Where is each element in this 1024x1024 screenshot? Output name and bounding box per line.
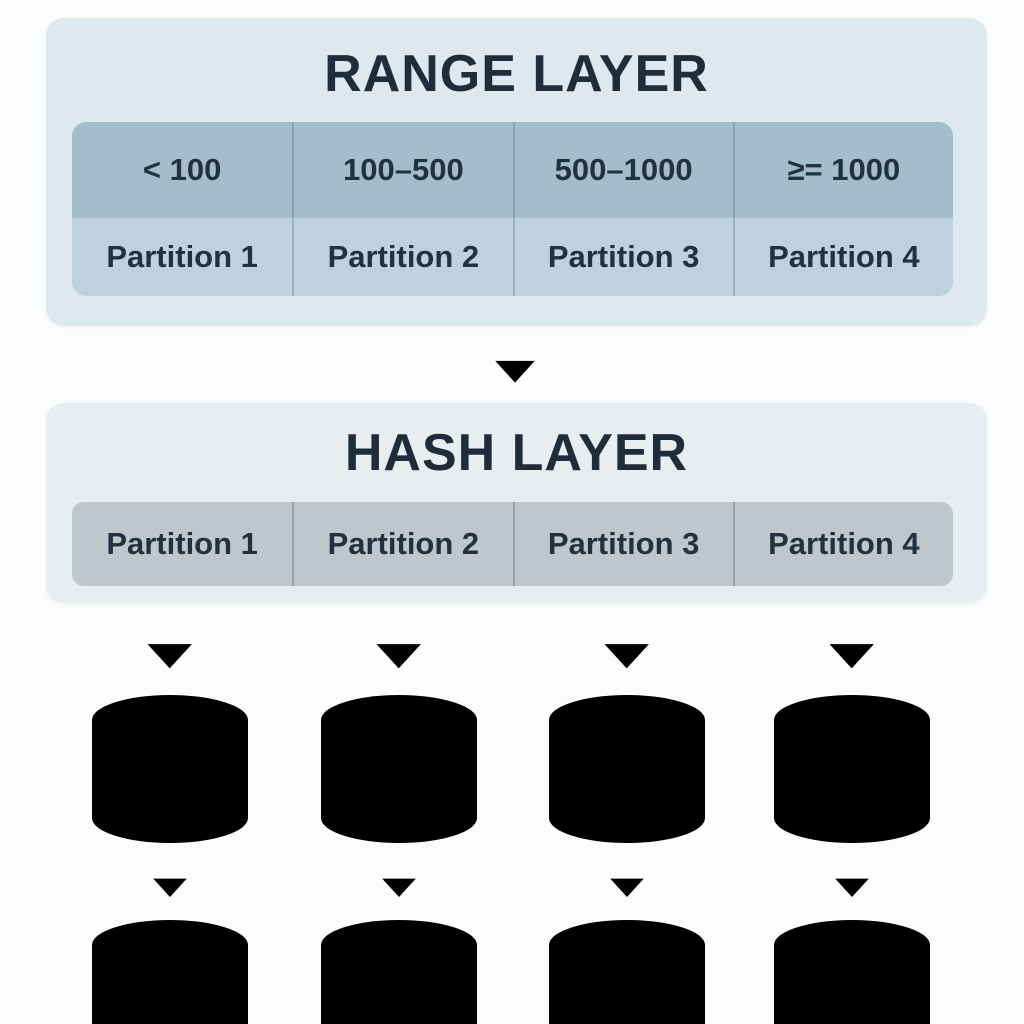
hash-partition-cell-3: Partition 3 bbox=[512, 502, 733, 586]
range-value-cell-4: ≥= 1000 bbox=[732, 122, 953, 218]
range-partition-cell-2: Partition 2 bbox=[292, 218, 512, 296]
database-cylinder-icon bbox=[549, 695, 705, 843]
arrow-down-icon bbox=[829, 608, 875, 669]
arrow-down-icon bbox=[382, 851, 416, 897]
database-cylinder-icon bbox=[92, 695, 248, 843]
database-cylinder-icon bbox=[774, 920, 930, 1024]
storage-branch-1 bbox=[90, 605, 250, 1024]
arrow-down-icon bbox=[495, 328, 535, 383]
hash-partition-row: Partition 1 Partition 2 Partition 3 Part… bbox=[72, 502, 953, 586]
range-table-partition-row: Partition 1 Partition 2 Partition 3 Part… bbox=[72, 218, 953, 296]
arrow-down-icon bbox=[610, 851, 644, 897]
range-partition-cell-3: Partition 3 bbox=[512, 218, 733, 296]
arrow-down-icon bbox=[153, 851, 187, 897]
range-layer-box: RANGE LAYER < 100 100–500 500–1000 ≥= 10… bbox=[46, 18, 987, 326]
database-cylinder-icon bbox=[321, 695, 477, 843]
range-value-cell-1: < 100 bbox=[142, 152, 222, 187]
database-cylinder-icon bbox=[92, 920, 248, 1024]
storage-branch-3 bbox=[547, 605, 707, 1024]
storage-branch-2 bbox=[319, 605, 479, 1024]
arrow-down-icon bbox=[604, 608, 650, 669]
range-layer-title: RANGE LAYER bbox=[324, 45, 709, 103]
arrow-down-icon bbox=[376, 608, 422, 669]
hash-layer-box: HASH LAYER Partition 1 Partition 2 Parti… bbox=[46, 403, 987, 603]
database-cylinder-icon bbox=[549, 920, 705, 1024]
range-table-header-row: < 100 100–500 500–1000 ≥= 1000 bbox=[72, 122, 953, 218]
hash-partition-cell-1: Partition 1 bbox=[106, 526, 258, 561]
range-value-cell-3: 500–1000 bbox=[512, 122, 733, 218]
database-cylinder-icon bbox=[321, 920, 477, 1024]
hash-layer-title: HASH LAYER bbox=[344, 424, 689, 482]
storage-branch-4 bbox=[772, 605, 932, 1024]
database-cylinder-icon bbox=[774, 695, 930, 843]
arrow-down-icon bbox=[147, 608, 193, 669]
arrow-down-icon bbox=[835, 851, 869, 897]
hash-partition-cell-4: Partition 4 bbox=[732, 502, 953, 586]
range-value-cell-2: 100–500 bbox=[292, 122, 512, 218]
range-partition-cell-4: Partition 4 bbox=[732, 218, 953, 296]
range-partition-cell-1: Partition 1 bbox=[106, 239, 258, 274]
hash-partition-cell-2: Partition 2 bbox=[292, 502, 512, 586]
range-table: < 100 100–500 500–1000 ≥= 1000 Partition… bbox=[72, 122, 953, 296]
